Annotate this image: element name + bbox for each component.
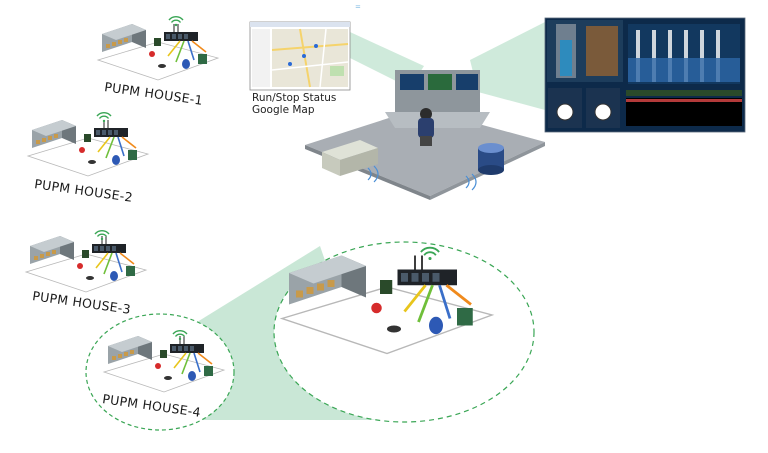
house-1-icon [97, 23, 219, 81]
hmi-dashboard-screenshot [544, 17, 746, 133]
server-computer [322, 140, 378, 176]
control-room-floor [305, 108, 545, 196]
map-caption-line2: Google Map [252, 104, 315, 116]
top-marker: = [355, 3, 361, 11]
wifi-icon [168, 15, 184, 27]
control-console [385, 70, 490, 146]
wifi-icon [94, 229, 110, 241]
beam-to-hmi [470, 22, 545, 110]
map-caption-line1: Run/Stop Status [252, 92, 337, 104]
house-3-icon [25, 235, 147, 293]
database-icon [478, 143, 504, 175]
map-caption: Run/Stop Status Google Map [252, 92, 336, 116]
wifi-icon [96, 111, 112, 123]
house-2-icon [27, 119, 149, 177]
google-map-screenshot [249, 21, 351, 91]
signal-waves [367, 165, 477, 191]
